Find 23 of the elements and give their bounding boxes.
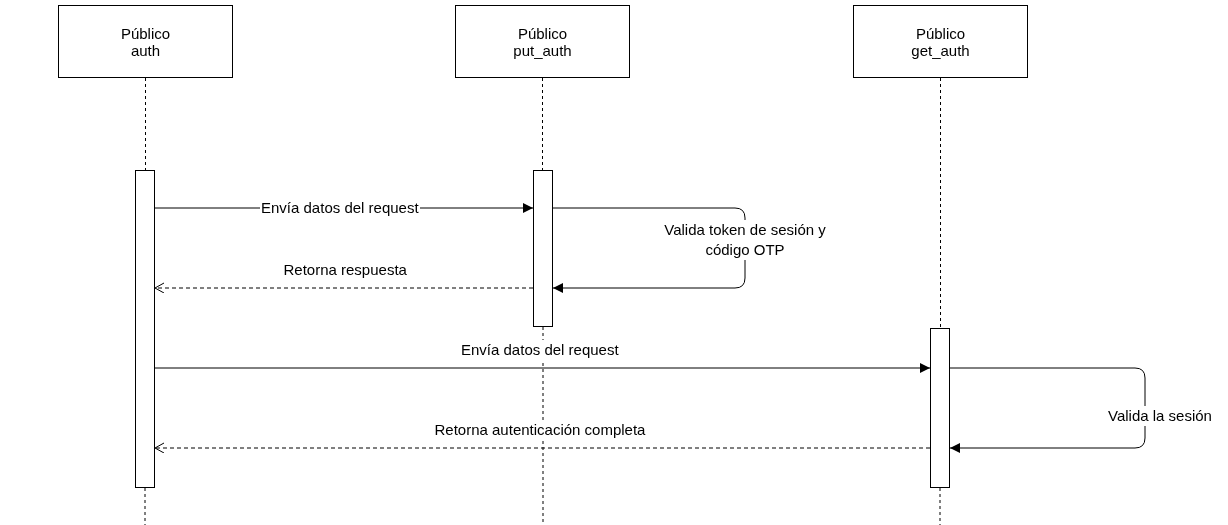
self-message-arrow — [949, 367, 1146, 453]
participant-name: Público — [517, 24, 568, 42]
lifeline — [940, 77, 941, 329]
return-arrow — [154, 282, 534, 294]
activation-bar — [533, 170, 553, 327]
lifeline — [145, 77, 146, 171]
participant-box — [58, 5, 233, 78]
activation-bar — [135, 170, 155, 488]
return-arrow — [154, 442, 931, 454]
message-label: Valida la sesión — [1107, 406, 1213, 426]
self-message-arrow — [552, 207, 746, 293]
message-arrow — [154, 363, 931, 373]
participant-name: Público — [915, 24, 966, 42]
lifeline — [542, 77, 543, 171]
participant-name: Público — [120, 24, 171, 42]
activation-bar — [930, 328, 950, 488]
participant-name: get_auth — [911, 41, 970, 59]
participant-name: auth — [130, 41, 161, 59]
participant-box — [853, 5, 1028, 78]
participant-box — [455, 5, 630, 78]
participant-name: put_auth — [513, 41, 572, 59]
message-label: Retorna autenticación completa — [433, 420, 647, 440]
message-label: Envía datos del request — [460, 340, 620, 360]
